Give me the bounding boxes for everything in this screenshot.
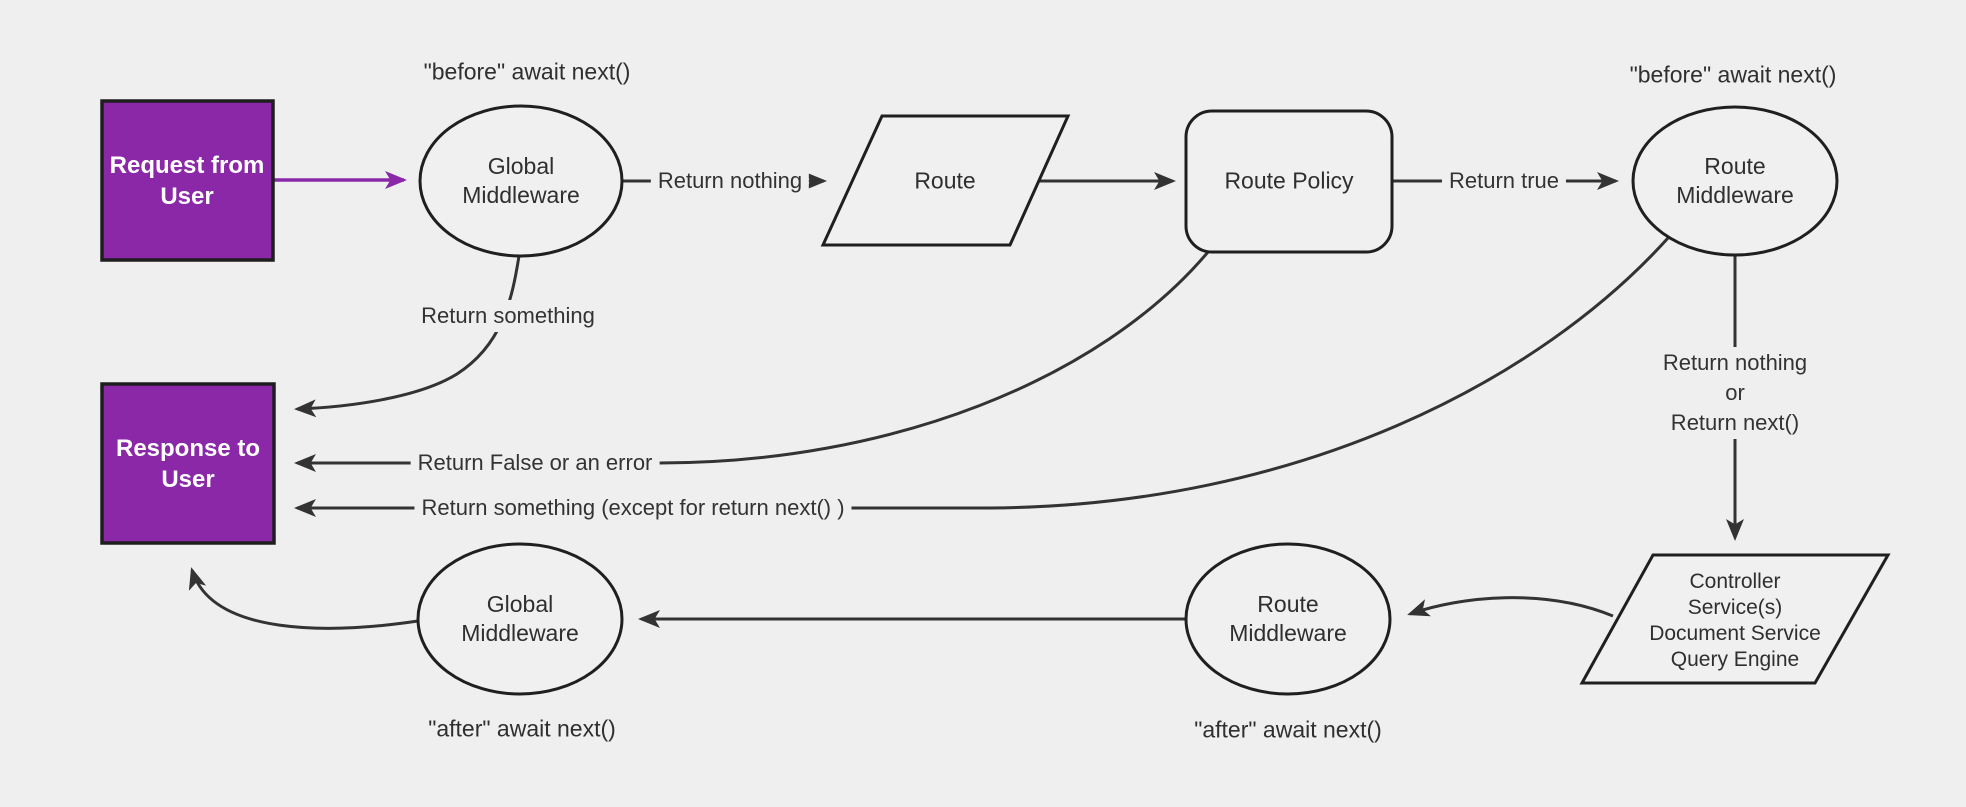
controller-services-label: Controller Service(s) Document Service Q… [1649,570,1821,671]
after-await-next-left-label: "after" await next() [428,715,616,742]
return-nothing-or-next-label: Return nothing or Return next() [1655,347,1815,439]
global-middleware-bottom-label: Global Middleware [461,591,579,646]
route-middleware-top-label: Route Middleware [1676,153,1794,208]
return-false-or-error-label: Return False or an error [410,447,660,479]
node-response-to-user [100,382,276,545]
return-something-label: Return something [414,300,602,332]
node-route-policy [1184,109,1394,254]
return-nothing-label: Return nothing [650,165,810,197]
node-global-middleware-bottom [416,542,624,696]
route-label: Route [914,167,976,194]
edge-routemw-to-response [294,236,1670,517]
edge-policy-to-response [294,251,1210,472]
node-global-middleware-top [418,104,624,258]
before-await-next-right-label: "before" await next() [1629,61,1837,88]
node-route [820,114,1071,247]
route-middleware-bottom-label: Route Middleware [1229,591,1347,646]
request-from-user-label: Request from User [109,152,265,210]
global-middleware-top-label: Global Middleware [462,153,580,208]
node-route-middleware-bottom [1184,542,1392,696]
edge-global-bottom-to-response [188,567,419,630]
route-policy-label: Route Policy [1224,167,1354,194]
return-something-except-label: Return something (except for return next… [414,492,852,524]
edge-global-to-response [294,255,521,418]
return-true-label: Return true [1441,165,1567,197]
node-route-middleware-top [1631,105,1839,257]
response-to-user-label: Response to User [115,435,261,493]
after-await-next-right-label: "after" await next() [1194,716,1382,743]
node-request-from-user [100,99,275,262]
edge-controller-to-routemw [1407,596,1614,618]
before-await-next-left-label: "before" await next() [423,58,631,85]
node-controller-services [1579,553,1891,685]
